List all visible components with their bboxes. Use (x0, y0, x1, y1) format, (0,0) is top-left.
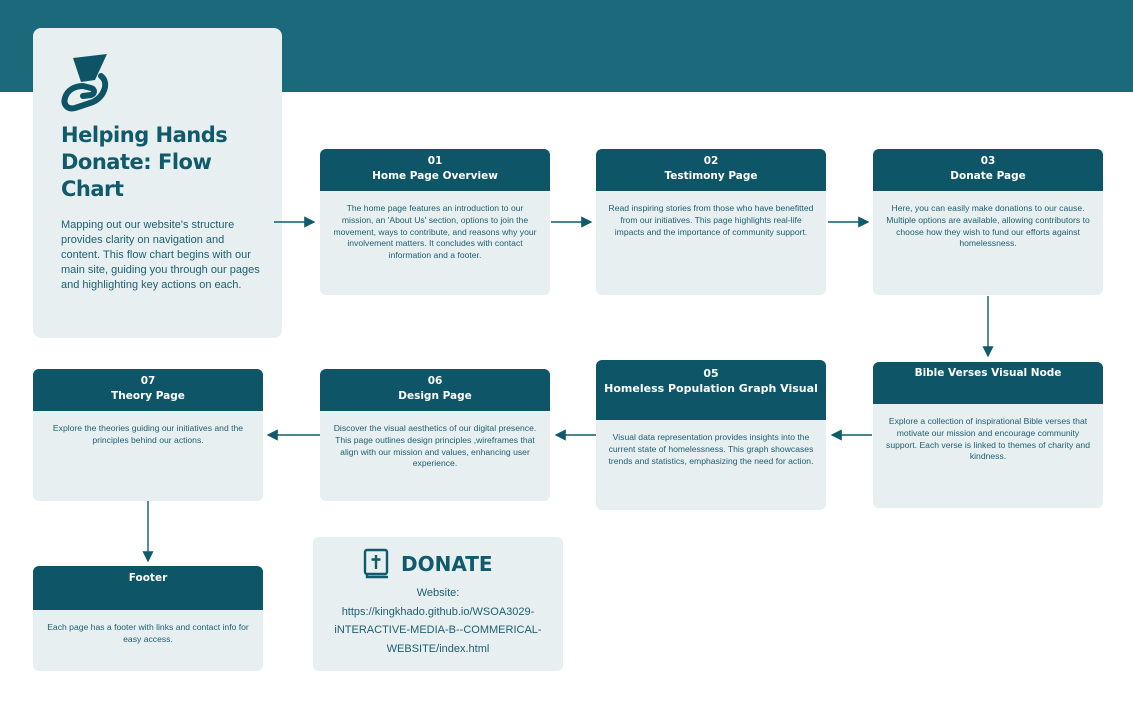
node-donate-page: 03 Donate Page Here, you can easily make… (873, 149, 1103, 295)
node-number: 05 (703, 367, 719, 380)
node-home-page: 01 Home Page Overview The home page feat… (320, 149, 550, 295)
node-theory-page: 07 Theory Page Explore the theories guid… (33, 369, 263, 501)
node-testimony-page: 02 Testimony Page Read inspiring stories… (596, 149, 826, 295)
node-text: Explore the theories guiding our initiat… (52, 423, 244, 445)
node-footer: Footer Each page has a footer with links… (33, 566, 263, 671)
donate-label: DONATE (401, 552, 493, 576)
node-text: Visual data representation provides insi… (608, 432, 814, 466)
node-text: Each page has a footer with links and co… (47, 622, 249, 644)
node-text: Discover the visual aesthetics of our di… (333, 423, 537, 469)
node-title: Footer (128, 572, 168, 584)
page-title-line-1: Helping Hands (61, 123, 228, 147)
node-text: Explore a collection of inspirational Bi… (886, 416, 1090, 462)
website-url-line[interactable]: https://kingkhado.github.io/WSOA3029- (341, 605, 535, 618)
node-header: Footer (33, 566, 263, 610)
node-title: Homeless Population Graph Visual (604, 382, 818, 395)
node-number: 07 (140, 375, 156, 387)
node-homeless-graph: 05 Homeless Population Graph Visual Visu… (596, 360, 826, 510)
hand-heart-icon (61, 54, 109, 112)
node-header: 01 Home Page Overview (320, 149, 550, 191)
bible-cross-icon (363, 548, 389, 579)
node-number: 03 (980, 155, 996, 167)
node-title: Bible Verses Visual Node (914, 367, 1062, 379)
node-number: 06 (427, 375, 443, 387)
intro-panel: Helping Hands Donate: Flow Chart Mapping… (33, 28, 282, 338)
website-link[interactable]: https://kingkhado.github.io/WSOA3029- iN… (313, 603, 563, 659)
node-header: 06 Design Page (320, 369, 550, 411)
page-title-line-2: Donate: Flow Chart (61, 150, 212, 201)
node-number: 02 (703, 155, 719, 167)
node-title: Design Page (398, 390, 472, 402)
node-header: 03 Donate Page (873, 149, 1103, 191)
node-text: Read inspiring stories from those who ha… (608, 203, 814, 237)
intro-description: Mapping out our website's structure prov… (61, 219, 260, 291)
node-text: The home page features an introduction t… (333, 203, 537, 261)
node-number: 01 (427, 155, 443, 167)
node-design-page: 06 Design Page Discover the visual aesth… (320, 369, 550, 501)
website-info: Website: https://kingkhado.github.io/WSO… (313, 584, 563, 658)
node-text: Here, you can easily make donations to o… (886, 203, 1090, 249)
node-title: Testimony Page (664, 170, 758, 182)
donate-box: DONATE Website: https://kingkhado.github… (313, 537, 563, 671)
website-url-line[interactable]: WEBSITE/index.html (386, 642, 490, 655)
node-title: Donate Page (950, 170, 1026, 182)
website-url-line[interactable]: iNTERACTIVE-MEDIA-B--COMMERICAL- (334, 624, 542, 636)
node-bible-verses: Bible Verses Visual Node Explore a colle… (873, 362, 1103, 508)
page-title: Helping Hands Donate: Flow Chart (61, 122, 276, 203)
node-header: 02 Testimony Page (596, 149, 826, 191)
website-label: Website: (416, 587, 460, 599)
node-title: Theory Page (111, 390, 185, 402)
node-header: Bible Verses Visual Node (873, 362, 1103, 404)
node-title: Home Page Overview (372, 170, 498, 182)
node-header: 07 Theory Page (33, 369, 263, 411)
donate-heading: DONATE (363, 548, 493, 580)
node-header: 05 Homeless Population Graph Visual (596, 360, 826, 420)
